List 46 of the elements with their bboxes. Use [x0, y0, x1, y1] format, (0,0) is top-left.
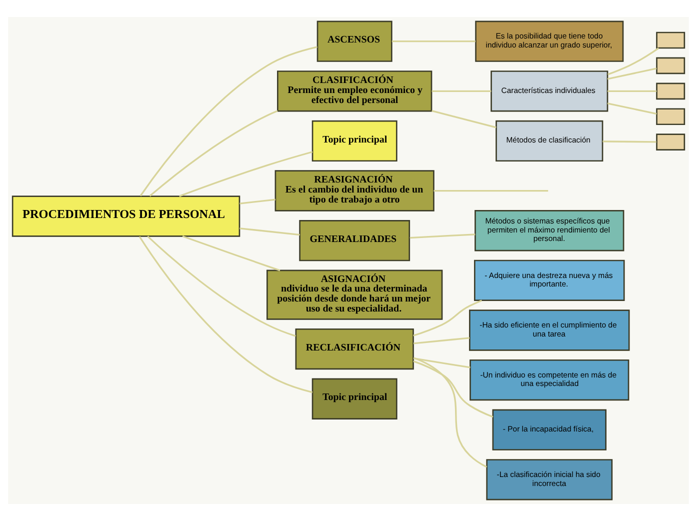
node-box: RECLASIFICACIÓN: [295, 328, 414, 370]
node-box: Topic principal: [312, 378, 398, 419]
node-box: [656, 31, 686, 48]
connector: [608, 90, 657, 92]
node-box: [656, 82, 686, 100]
connector: [602, 140, 656, 142]
node-box: Topic principal: [312, 120, 398, 162]
node-box: -Un individuo es competente en más de una especialidad: [470, 358, 630, 400]
connector: [392, 40, 476, 42]
node-box: -Ha sido eficiente en el cumplimiento de una tarea: [469, 309, 630, 350]
connector: [413, 336, 470, 344]
node-box: ASIGNACIÓN ndividuo se le da una determinada posición desde donde hará un mejor uso de su especialidad.: [266, 269, 443, 320]
connector: [182, 234, 280, 271]
node-box: -La clasificación inicial ha sido incorrecta: [486, 458, 613, 500]
connector: [432, 90, 492, 92]
connector: [413, 299, 482, 336]
connector: [607, 102, 657, 114]
node-box: Características individuales: [490, 70, 608, 112]
connector: [240, 227, 300, 236]
connector: [413, 360, 494, 418]
connector: [434, 189, 548, 192]
node-box: - Adquiere una destreza nueva y más importante.: [474, 259, 625, 301]
node-box: [656, 108, 686, 125]
connector: [432, 110, 496, 128]
connector: [147, 235, 296, 336]
connector: [240, 198, 276, 204]
connector: [410, 233, 476, 238]
connector: [140, 46, 318, 196]
connector: [413, 357, 470, 368]
node-box: CLASIFICACIÓN Permite un empleo económico y efectivo del personal: [277, 70, 432, 112]
node-box: Es la posibilidad que tiene todo individuo alcanzar un grado superior,: [475, 20, 624, 62]
node-box: Métodos de clasificación: [496, 120, 604, 162]
connector: [608, 46, 660, 75]
node-box: GENERALIDADES: [299, 220, 410, 261]
node-box: REASIGNACIÓN Es el cambio del individuo de un tipo de trabajo a otro: [274, 170, 434, 211]
node-box: PROCEDIMIENTOS DE PERSONAL: [12, 195, 240, 236]
connector: [607, 67, 657, 80]
connector: [413, 356, 488, 468]
node-box: - Por la incapacidad física,: [492, 408, 606, 450]
connector: [138, 236, 313, 393]
node-box: ASCENSOS: [316, 20, 392, 62]
connector: [179, 150, 313, 196]
node-box: [656, 133, 686, 150]
node-box: Métodos o sistemas específicos que permiten el máximo rendimiento del personal.: [474, 210, 624, 251]
connector: [149, 110, 278, 196]
node-box: [656, 56, 686, 74]
